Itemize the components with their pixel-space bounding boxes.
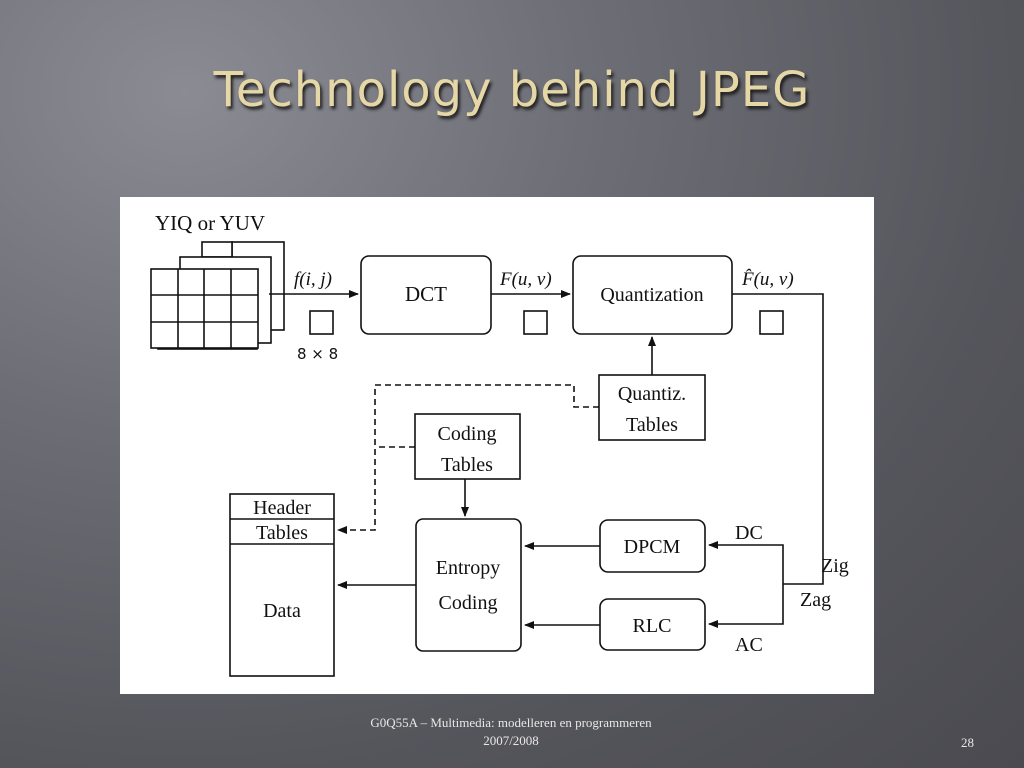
- zig-label: Zig: [821, 555, 849, 577]
- ac-label: AC: [735, 634, 763, 656]
- page-number: 28: [961, 735, 974, 750]
- output-bitstream: [229, 493, 335, 677]
- dct-box: [360, 255, 492, 335]
- entropy-coding-box: [415, 518, 522, 652]
- header-tables-label: Tables: [256, 522, 308, 544]
- input-colorspace-label: YIQ or YUV: [155, 211, 265, 235]
- jpeg-encoder-diagram: YIQ or YUV f(i, j) 8 × 8 DCT F(u, v) Qua…: [120, 197, 874, 694]
- image-block-stack: [150, 241, 285, 350]
- arrow-dc-to-dpcm: [708, 541, 784, 584]
- signal-F-hat-uv: F̂(u, v): [741, 269, 794, 290]
- dct-label: DCT: [405, 282, 447, 306]
- quantization-box: [572, 255, 733, 335]
- slide-footer: G0Q55A – Multimedia: modelleren en progr…: [370, 715, 652, 748]
- dc-label: DC: [735, 522, 763, 544]
- quantization-label: Quantization: [600, 284, 703, 306]
- signal-f-ij: f(i, j): [294, 269, 332, 290]
- slide-title: Technology behind JPEG: [213, 62, 811, 118]
- arrow-ac-to-rlc: [708, 584, 784, 628]
- block-size-label: 8 × 8: [297, 345, 338, 363]
- quantization-tables-box: [598, 374, 706, 441]
- coding-tables-label-line1: Coding: [438, 423, 497, 445]
- entropy-coding-label-line2: Coding: [439, 592, 498, 614]
- quantized-block-icon: [759, 310, 784, 335]
- zigzag-output-line: [732, 293, 824, 585]
- rlc-label: RLC: [633, 615, 672, 637]
- data-label: Data: [263, 600, 301, 622]
- dashed-qtables-to-header: [337, 384, 599, 534]
- entropy-coding-label-line1: Entropy: [436, 557, 500, 579]
- signal-F-uv: F(u, v): [499, 269, 552, 290]
- quantization-tables-label-line2: Tables: [626, 414, 678, 436]
- quantization-tables-label-line1: Quantiz.: [618, 383, 686, 405]
- zag-label: Zag: [800, 589, 831, 611]
- coding-tables-label-line2: Tables: [441, 454, 493, 476]
- block-8x8-icon: [309, 310, 334, 335]
- coefficient-block-icon: [523, 310, 548, 335]
- header-label: Header: [253, 497, 311, 519]
- pixel-grid: [150, 268, 259, 349]
- coding-tables-box: [414, 413, 521, 480]
- dpcm-label: DPCM: [624, 536, 681, 558]
